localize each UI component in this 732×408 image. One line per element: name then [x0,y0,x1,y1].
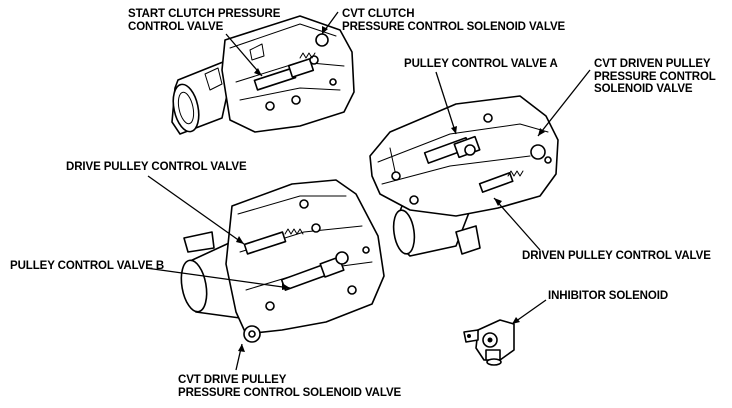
label-pulley-control-valve-b: PULLEY CONTROL VALVE B [10,260,165,272]
label-cvt-driven-pulley-pressure-control-solenoid-valve: CVT DRIVEN PULLEY PRESSURE CONTROL SOLEN… [594,58,716,95]
leader-driven-pulley [493,197,541,251]
label-pulley-control-valve-a: PULLEY CONTROL VALVE A [404,58,558,70]
leader-start-clutch [225,33,263,77]
label-inhibitor-solenoid: INHIBITOR SOLENOID [548,290,669,302]
inhibitor-solenoid-part [463,319,515,366]
leader-lines [145,11,591,371]
leader-pulley-valve-b [145,267,291,289]
label-drive-pulley-control-valve: DRIVE PULLEY CONTROL VALVE [66,161,247,173]
left-assembly [180,179,385,343]
leader-cvt-driven-solenoid [537,69,591,137]
label-start-clutch-pressure-control-valve: START CLUTCH PRESSURE CONTROL VALVE [128,8,281,33]
label-driven-pulley-control-valve: DRIVEN PULLEY CONTROL VALVE [522,250,711,262]
right-assembly [369,95,559,257]
label-cvt-drive-pulley-pressure-control-solenoid-valve: CVT DRIVE PULLEY PRESSURE CONTROL SOLENO… [178,374,402,399]
leader-drive-pulley [147,175,245,245]
leader-pulley-valve-a [435,71,457,135]
label-cvt-clutch-pressure-control-solenoid-valve: CVT CLUTCH PRESSURE CONTROL SOLENOID VAL… [342,8,566,33]
top-assembly [171,15,355,135]
